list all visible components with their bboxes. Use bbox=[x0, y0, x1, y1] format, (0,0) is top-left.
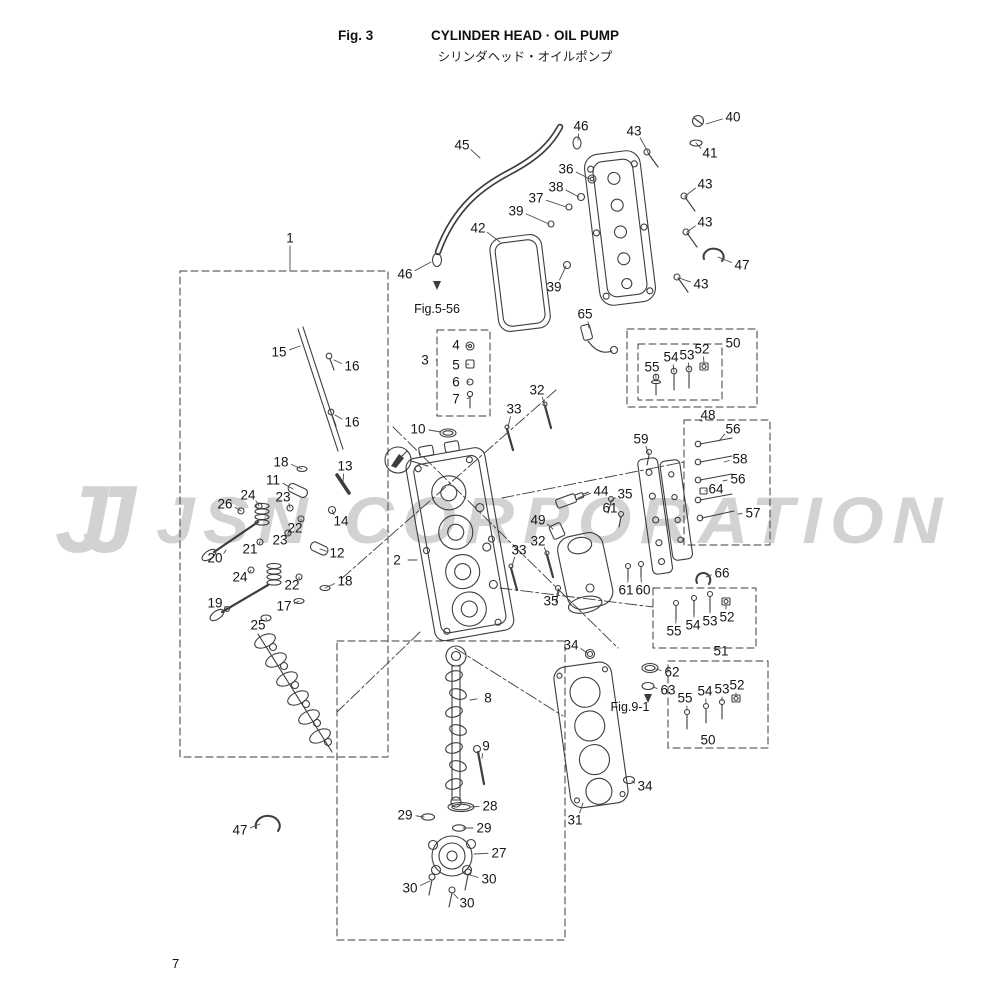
clamp-47-left bbox=[254, 814, 281, 832]
small-rings-right bbox=[584, 571, 712, 785]
cover-fasteners bbox=[643, 114, 725, 293]
dashed-group-boxes bbox=[179, 270, 771, 941]
spark-plug-44 bbox=[555, 491, 590, 509]
page-number: 7 bbox=[172, 956, 180, 971]
figure-label: Fig. 3 bbox=[338, 28, 374, 43]
valve-train-left bbox=[201, 465, 351, 622]
projection-lines bbox=[336, 389, 685, 717]
leader-lines bbox=[223, 118, 743, 899]
bolt-9 bbox=[472, 744, 486, 786]
down-arrow-to-fig5-56 bbox=[433, 281, 441, 290]
thermostat-housing bbox=[548, 495, 615, 614]
bolt-kit-51 bbox=[672, 590, 731, 621]
bolt-kit-50-bottom bbox=[683, 694, 741, 730]
exhaust-cover bbox=[659, 459, 694, 561]
small-parts-4-7 bbox=[465, 341, 475, 409]
oil-seal-10 bbox=[439, 428, 457, 438]
bolt-kit-top bbox=[650, 362, 709, 396]
hose-clamp-46 bbox=[431, 252, 443, 268]
cylinder-head-cover bbox=[583, 150, 657, 306]
rocker-shaft-15 bbox=[297, 326, 344, 452]
camshaft-8 bbox=[445, 645, 467, 808]
cover-bolts-59-61 bbox=[617, 448, 653, 580]
rocker-arm-cluster bbox=[254, 633, 333, 753]
down-arrow-to-fig9-1 bbox=[644, 694, 652, 703]
head-cover-gasket bbox=[489, 233, 551, 332]
studs-32-33 bbox=[504, 401, 555, 592]
hose-clamp-46 bbox=[572, 136, 582, 150]
clamp-47 bbox=[702, 247, 725, 262]
cylinder-head bbox=[405, 440, 515, 642]
bolt-kit-48 bbox=[694, 437, 735, 522]
clamp-66 bbox=[695, 571, 712, 585]
spark-plug-lead-65 bbox=[580, 323, 619, 355]
breather-hose bbox=[431, 123, 582, 290]
page-title: CYLINDER HEAD · OIL PUMP シリンダヘッド・オイルポンプ bbox=[420, 28, 630, 65]
anode-cover-plate bbox=[637, 457, 674, 575]
breather-parts bbox=[547, 174, 597, 270]
oil-pump bbox=[420, 801, 477, 908]
head-gasket-31 bbox=[553, 661, 629, 809]
title-jp: シリンダヘッド・オイルポンプ bbox=[437, 50, 613, 64]
title-en: CYLINDER HEAD · OIL PUMP bbox=[430, 28, 619, 43]
